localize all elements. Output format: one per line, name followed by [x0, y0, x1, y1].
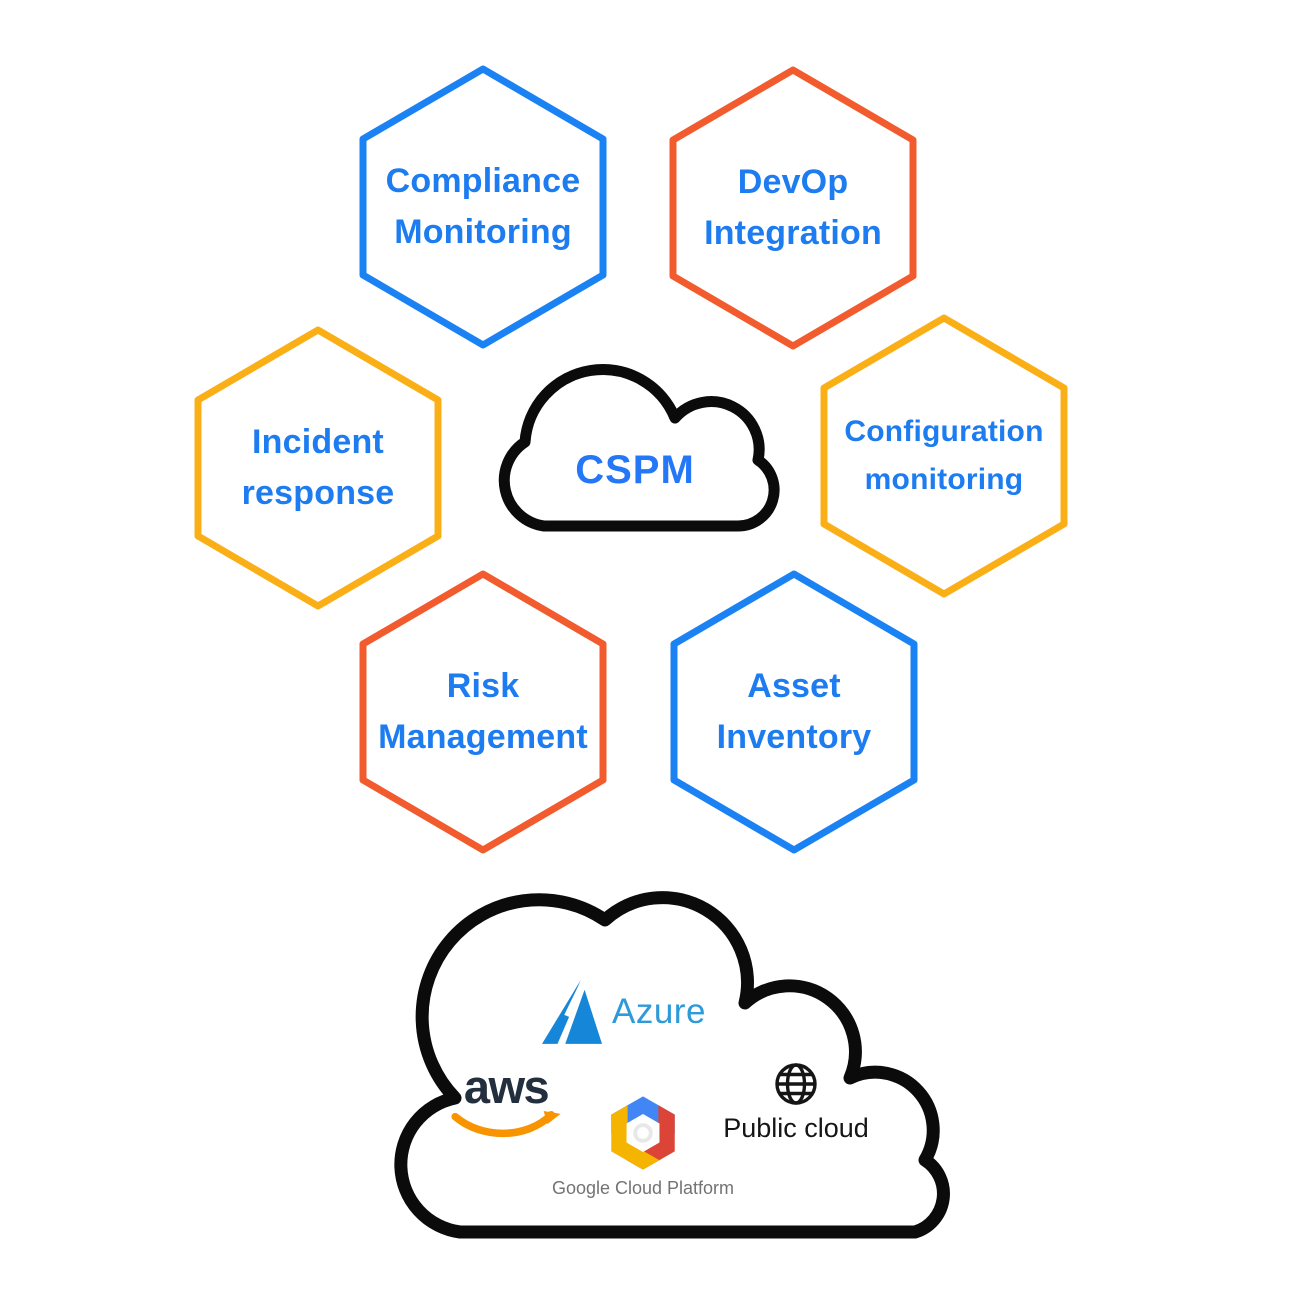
- hexagon-label-line: response: [241, 474, 395, 512]
- hexagon-label-line: Compliance: [385, 162, 581, 200]
- gcp-label: Google Cloud Platform: [551, 1178, 735, 1198]
- gcp-logo: Google Cloud Platform: [552, 1094, 734, 1199]
- hexagon-label-line: monitoring: [864, 463, 1024, 496]
- cloud-outline-path: [394, 891, 950, 1239]
- azure-icon-right: [565, 989, 602, 1044]
- aws-label: aws: [463, 1060, 550, 1113]
- hexagon-devop-integration: DevOp Integration: [668, 65, 918, 351]
- hexagon-label-line: DevOp: [737, 163, 849, 201]
- public-cloud-item: Public cloud: [716, 1062, 876, 1144]
- hexagon-risk-management: Risk Management: [358, 569, 608, 855]
- hexagon-label-line: Integration: [704, 214, 882, 252]
- hexagon-label-line: Risk: [446, 667, 520, 705]
- hexagon-label: DevOp Integration: [668, 65, 918, 351]
- hexagon-label: Configuration monitoring: [819, 313, 1069, 599]
- cloud-outline-icon: [394, 891, 950, 1239]
- aws-smile-icon: [451, 1111, 561, 1138]
- hexagon-label-line: Configuration: [844, 415, 1044, 448]
- hexagon-shape: [359, 65, 607, 349]
- hexagon-label: Risk Management: [358, 569, 608, 855]
- hexagon-configuration-monitoring: Configuration monitoring: [819, 313, 1069, 599]
- hexagon-shape: [669, 66, 917, 350]
- hexagon-compliance-monitoring: Compliance Monitoring: [358, 64, 608, 350]
- cspm-cloud: CSPM: [480, 360, 790, 538]
- aws-smile-path: [451, 1111, 555, 1138]
- hexagon-label-line: Monitoring: [394, 213, 572, 251]
- azure-label: Azure: [612, 992, 706, 1031]
- hexagon-asset-inventory: Asset Inventory: [669, 569, 919, 855]
- hexagon-outline: [359, 570, 607, 854]
- hexagon-label-line: Incident: [252, 423, 384, 461]
- hexagon-outline: [670, 570, 918, 854]
- hexagon-outline: [194, 326, 442, 610]
- hexagon-shape: [670, 570, 918, 854]
- hexagon-shape: [194, 326, 442, 610]
- hexagon-outline: [359, 65, 607, 349]
- hexagon-outline: [669, 66, 917, 350]
- azure-icon-left: [542, 980, 581, 1044]
- hexagon-shape: [359, 570, 607, 854]
- hexagon-label: Asset Inventory: [669, 569, 919, 855]
- hexagon-shape: [820, 314, 1068, 598]
- cloud-outline-icon: [498, 364, 780, 532]
- globe-icon: [775, 1063, 817, 1105]
- providers-cloud: Azure aws: [370, 891, 970, 1266]
- public-cloud-label: Public cloud: [723, 1113, 869, 1143]
- gcp-hexagon-icon: [611, 1096, 675, 1170]
- hexagon-label-line: Asset: [747, 667, 841, 705]
- hexagon-label: Incident response: [193, 325, 443, 611]
- cloud-outline-path: [498, 364, 780, 532]
- cspm-label: CSPM: [575, 448, 695, 492]
- hexagon-outline: [820, 314, 1068, 598]
- aws-logo: aws: [448, 1060, 564, 1143]
- hexagon-label-line: Management: [378, 718, 588, 756]
- hexagon-label: Compliance Monitoring: [358, 64, 608, 350]
- aws-smile-arrow: [543, 1111, 561, 1125]
- azure-logo: Azure: [542, 978, 706, 1046]
- hexagon-incident-response: Incident response: [193, 325, 443, 611]
- hexagon-label-line: Inventory: [716, 718, 872, 756]
- azure-icon: [542, 980, 602, 1044]
- gcp-hex-center-dot: [637, 1127, 649, 1139]
